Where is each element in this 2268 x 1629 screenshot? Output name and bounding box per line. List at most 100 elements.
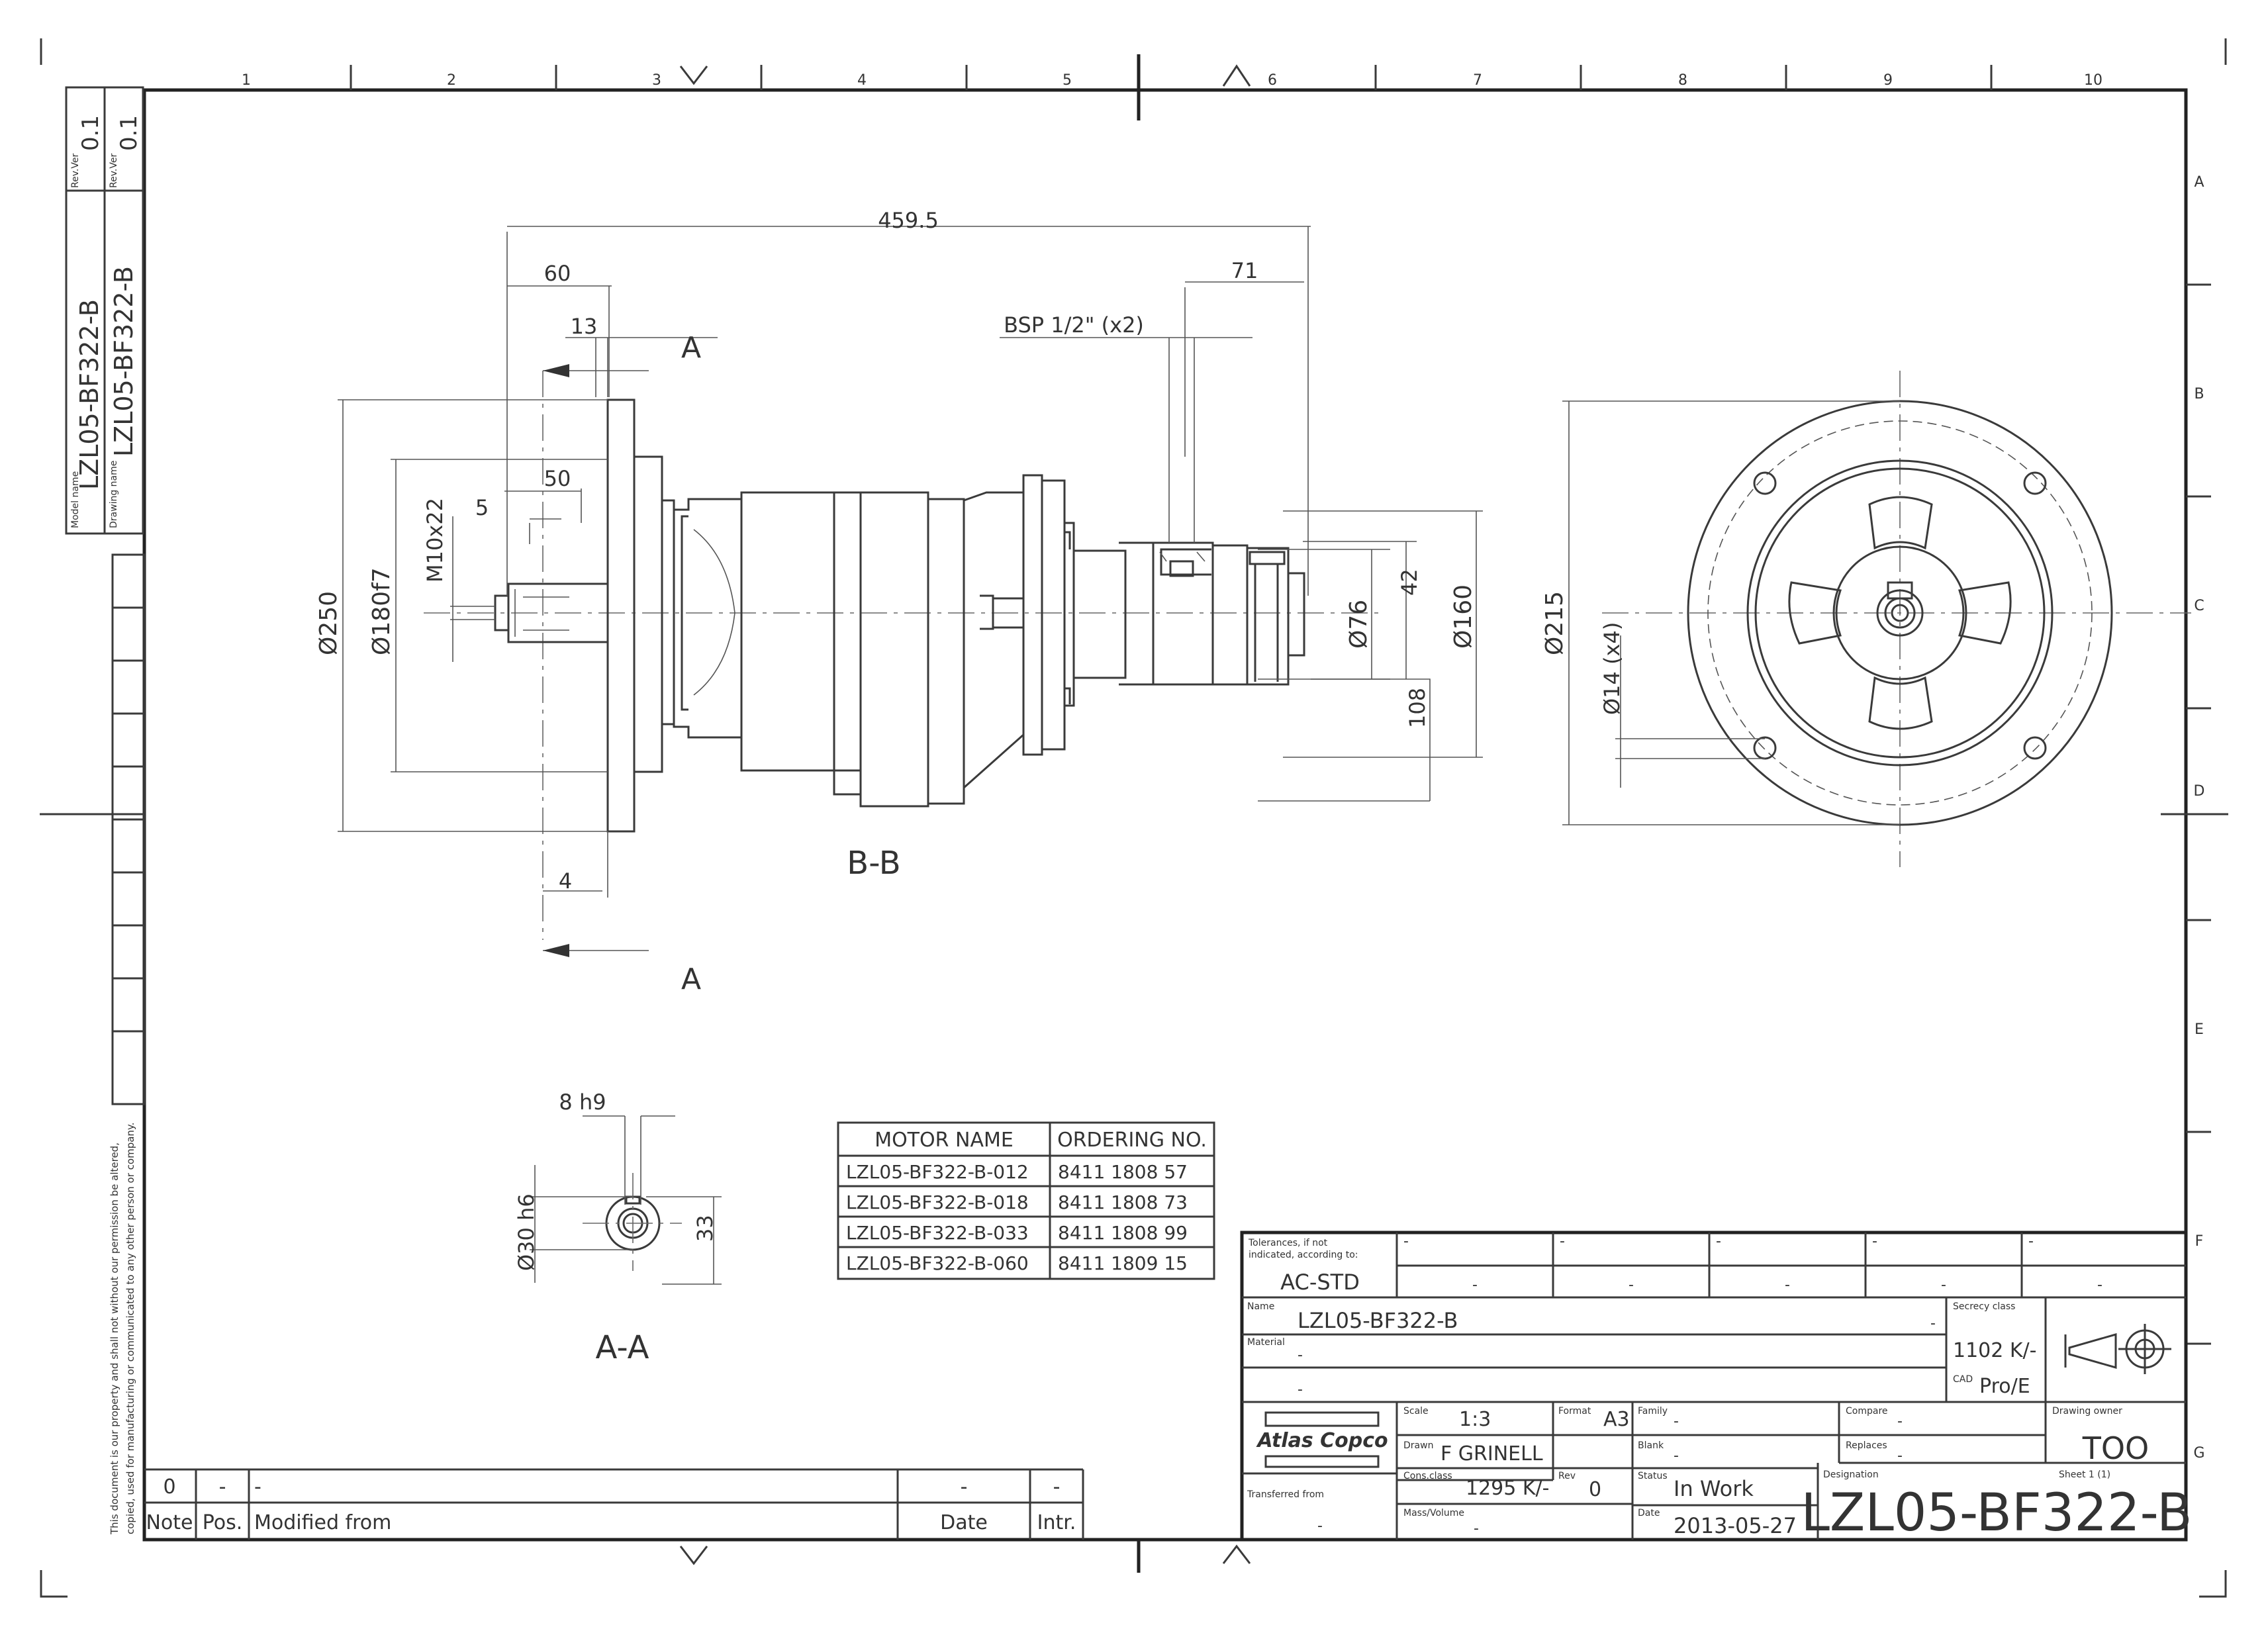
status-label: Status — [1638, 1471, 1668, 1481]
front-view-labels: Ø215 Ø14 (x4) — [1541, 591, 1625, 715]
row-letter: G — [2193, 1445, 2204, 1462]
replaces-label: Replaces — [1846, 1440, 1887, 1451]
model-name-label: Model name — [70, 471, 81, 528]
table-cell: LZL05-BF322-B-033 — [846, 1222, 1029, 1244]
designation-label: Designation — [1823, 1469, 1879, 1480]
col-number: 6 — [1268, 72, 1277, 89]
col-number: 5 — [1063, 72, 1072, 89]
dim-bsp: BSP 1/2" (x2) — [1004, 312, 1144, 338]
family-label: Family — [1638, 1406, 1668, 1417]
title-block — [1240, 1231, 2188, 1542]
table-cell: LZL05-BF322-B-012 — [846, 1161, 1029, 1183]
sheet-label: Sheet 1 (1) — [2059, 1469, 2110, 1480]
dim-108: 108 — [1405, 688, 1430, 728]
tolerance-dash: - — [1403, 1233, 1409, 1250]
row-letter: B — [2194, 386, 2204, 402]
row-letter: D — [2194, 783, 2205, 800]
material-label: Material — [1247, 1337, 1285, 1348]
row-letter: F — [2195, 1233, 2204, 1250]
rev-cell: - — [961, 1475, 968, 1499]
tolerance-dash: - — [1716, 1233, 1721, 1250]
tolerance-dash: - — [1941, 1277, 1946, 1293]
dim-shaft-dia: Ø30 h6 — [514, 1193, 539, 1271]
drawing-name-value: LZL05-BF322-B — [109, 266, 138, 457]
cad-label: CAD — [1953, 1374, 1973, 1385]
col-number: 1 — [242, 72, 251, 89]
col-number: 4 — [857, 72, 867, 89]
tolerance-dash: - — [1629, 1277, 1634, 1293]
disclaimer-line-2: copied, used for manufacturing or commun… — [124, 1123, 136, 1534]
front-view — [1562, 371, 2191, 867]
section-aa-view — [530, 1115, 722, 1285]
table-cell: 8411 1808 73 — [1058, 1191, 1188, 1213]
disclaimer: This document is our property and shall … — [109, 1123, 136, 1535]
col-number: 9 — [1883, 72, 1893, 89]
tolerance-dash: - — [2097, 1277, 2103, 1293]
tolerances-label: Tolerances, if not — [1248, 1238, 1328, 1248]
tolerances-label: indicated, according to: — [1249, 1250, 1358, 1260]
row-letters: A B C D E F G — [2193, 174, 2204, 1462]
date-label: Date — [1638, 1508, 1660, 1518]
owner-label: Drawing owner — [2052, 1406, 2122, 1417]
rev-cell: - — [219, 1475, 226, 1499]
dim-50: 50 — [544, 466, 571, 491]
drawing-name-label: Drawing name — [109, 461, 119, 528]
side-strip: Model name LZL05-BF322-B Drawing name LZ… — [65, 86, 144, 535]
tolerance-dash: - — [1872, 1233, 1877, 1250]
dim-dia76: Ø76 — [1345, 600, 1372, 649]
drawn-value: F GRINELL — [1441, 1442, 1543, 1466]
dim-4: 4 — [559, 868, 572, 894]
rev-label: Rev — [1558, 1471, 1576, 1481]
name-label: Name — [1247, 1301, 1274, 1312]
rev-header: Date — [940, 1511, 988, 1534]
col-number: 2 — [447, 72, 456, 89]
mass-value: - — [1474, 1520, 1479, 1537]
col-number: 7 — [1473, 72, 1482, 89]
scale-label: Scale — [1403, 1406, 1429, 1417]
section-bb-label: B-B — [847, 845, 900, 882]
dim-5: 5 — [475, 495, 489, 520]
cut-label-top: A — [681, 331, 701, 365]
dim-71: 71 — [1231, 258, 1258, 283]
row-letter: C — [2194, 598, 2204, 614]
tolerances-value: AC-STD — [1280, 1270, 1360, 1295]
revision-block: 0 - - - - Note Pos. Modified from Date I… — [144, 1468, 1084, 1540]
cad-value: Pro/E — [1979, 1375, 2030, 1398]
rev-header: Pos. — [203, 1511, 243, 1534]
section-aa-label: A-A — [596, 1329, 649, 1366]
rev-value: 0 — [1589, 1478, 1601, 1501]
table-cell: 8411 1808 99 — [1058, 1222, 1188, 1244]
tolerance-dash: - — [1560, 1233, 1565, 1250]
col-number: 8 — [1678, 72, 1687, 89]
disclaimer-line-1: This document is our property and shall … — [109, 1142, 120, 1535]
model-name-value: LZL05-BF322-B — [75, 299, 104, 490]
tolerance-dash: - — [1785, 1277, 1790, 1293]
rev-label: Rev.Ver — [109, 154, 119, 188]
table-cell: 8411 1809 15 — [1058, 1252, 1188, 1274]
motor-table: MOTOR NAME ORDERING NO. LZL05-BF322-B-01… — [837, 1121, 1215, 1280]
material-value: - — [1298, 1347, 1303, 1364]
dim-key-width: 8 h9 — [559, 1090, 606, 1115]
status-value: In Work — [1674, 1476, 1754, 1501]
row-letter: A — [2194, 174, 2204, 191]
column-numbers: 1 2 3 4 5 6 7 8 9 10 — [242, 72, 2103, 89]
transferred-value: - — [1317, 1518, 1323, 1534]
dim-42: 42 — [1397, 569, 1422, 596]
compare-value: - — [1897, 1413, 1903, 1430]
rev-header: Intr. — [1037, 1511, 1076, 1534]
dim-thread: M10x22 — [422, 498, 448, 582]
dimension-labels: 459.5 60 13 A 71 BSP 1/2" (x2) 50 5 M10x… — [315, 208, 1477, 996]
replaces-value: - — [1897, 1448, 1903, 1464]
dim-dia160: Ø160 — [1450, 584, 1477, 649]
rev-cell: - — [1053, 1475, 1061, 1499]
rev-value: 0.1 — [116, 115, 142, 151]
tolerance-dash: - — [2028, 1233, 2034, 1250]
rev-cell: 0 — [163, 1475, 175, 1499]
table-cell: LZL05-BF322-B-060 — [846, 1252, 1029, 1274]
row-letter: E — [2195, 1021, 2204, 1038]
rev-cell: - — [254, 1475, 261, 1499]
blank-label: Blank — [1638, 1440, 1664, 1451]
family-value: - — [1674, 1413, 1679, 1430]
